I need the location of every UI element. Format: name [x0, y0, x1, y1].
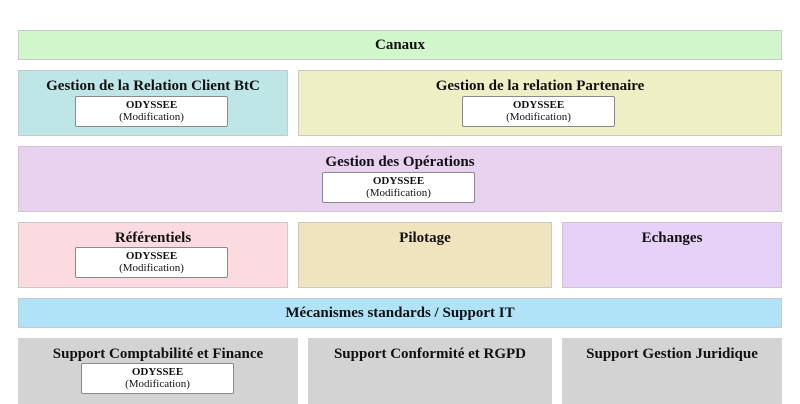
partenaire-title: Gestion de la relation Partenaire [435, 78, 645, 94]
grc-title: Gestion de la Relation Client BtC [46, 78, 260, 94]
canaux-block: Canaux [18, 30, 782, 60]
partenaire-app-box: ODYSSEE (Modification) [462, 96, 615, 127]
mecanismes-block: Mécanismes standards / Support IT [18, 298, 782, 328]
operations-app-status: (Modification) [366, 187, 431, 199]
grc-app-status: (Modification) [119, 111, 184, 123]
referentiels-app-box: ODYSSEE (Modification) [75, 247, 228, 278]
compta-app-status: (Modification) [125, 378, 190, 390]
conformite-title: Support Conformité et RGPD [333, 346, 527, 362]
grc-block: Gestion de la Relation Client BtC ODYSSE… [18, 70, 288, 136]
referentiels-title: Référentiels [114, 230, 192, 246]
partenaire-app-status: (Modification) [506, 111, 571, 123]
referentiels-app-name: ODYSSEE [125, 250, 178, 262]
pilotage-title: Pilotage [399, 230, 451, 246]
compta-app-name: ODYSSEE [131, 366, 184, 378]
juridique-title: Support Gestion Juridique [586, 346, 758, 362]
operations-app-box: ODYSSEE (Modification) [322, 172, 475, 203]
compta-app-box: ODYSSEE (Modification) [81, 363, 234, 394]
grc-app-name: ODYSSEE [125, 99, 178, 111]
referentiels-app-status: (Modification) [119, 262, 184, 274]
operations-block: Gestion des Opérations ODYSSEE (Modifica… [18, 146, 782, 212]
echanges-block: Echanges [562, 222, 782, 288]
canaux-title: Canaux [374, 37, 426, 53]
compta-block: Support Comptabilité et Finance ODYSSEE … [18, 338, 298, 404]
operations-app-name: ODYSSEE [372, 175, 425, 187]
grc-app-box: ODYSSEE (Modification) [75, 96, 228, 127]
conformite-block: Support Conformité et RGPD [308, 338, 552, 404]
juridique-block: Support Gestion Juridique [562, 338, 782, 404]
mecanismes-title: Mécanismes standards / Support IT [285, 305, 515, 321]
partenaire-block: Gestion de la relation Partenaire ODYSSE… [298, 70, 782, 136]
pilotage-block: Pilotage [298, 222, 552, 288]
operations-title: Gestion des Opérations [325, 154, 475, 170]
echanges-title: Echanges [641, 230, 703, 246]
partenaire-app-name: ODYSSEE [512, 99, 565, 111]
compta-title: Support Comptabilité et Finance [52, 346, 264, 362]
referentiels-block: Référentiels ODYSSEE (Modification) [18, 222, 288, 288]
